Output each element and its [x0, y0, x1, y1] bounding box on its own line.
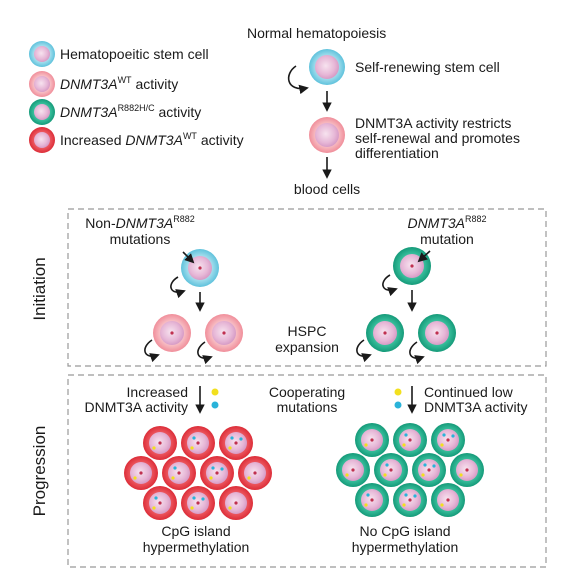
normal-title: Normal hematopoiesis [247, 25, 386, 41]
text-run: DNMT3A [60, 76, 118, 92]
text-run: activity [197, 132, 244, 148]
hsc-cell-icon [29, 41, 55, 67]
increased-wt-cell [181, 486, 215, 520]
text-run: WT [183, 131, 197, 141]
hspc-label-line1: HSPC [288, 323, 327, 339]
legend: Hematopoeitic stem cell DNMT3AWT activit… [29, 41, 244, 153]
green-cell-cluster [336, 423, 484, 517]
increased-dnmt3a-wt-cell-icon [29, 127, 55, 153]
non-r882-label-line1: Non-DNMT3AR882 [85, 214, 194, 231]
self-renewal-loop-arrow [144, 339, 160, 363]
self-renewal-loop-arrow [170, 276, 186, 299]
legend-hsc-label: Hematopoeitic stem cell [60, 46, 209, 62]
expanded-wt-cell [153, 314, 191, 352]
progression-side-label: Progression [30, 426, 49, 517]
increased-label-line2: DNMT3A activity [85, 399, 188, 415]
text-run: DNMT3A [60, 104, 118, 120]
differentiating-cell [309, 117, 345, 153]
expanded-wt-cell [205, 314, 243, 352]
self-renewal-loop-arrow [409, 341, 425, 365]
r882-label-line2: mutation [420, 231, 474, 247]
text-run: activity [132, 76, 179, 92]
restrict-label-line2: self-renewal and promotes [355, 130, 520, 146]
increased-wt-cell [219, 486, 253, 520]
initiation-panel: Initiation Non-DNMT3AR882 mutations DNMT… [30, 208, 547, 367]
text-run: DNMT3A [125, 132, 183, 148]
expanded-r882-cell [366, 314, 404, 352]
self-renew-label: Self-renewing stem cell [355, 59, 500, 75]
progression-box [67, 374, 547, 568]
r882-mutant-cell [336, 453, 370, 487]
normal-hematopoiesis-panel: Normal hematopoiesis Self-renewing stem … [247, 25, 520, 197]
cpg-label-line2: hypermethylation [143, 539, 250, 555]
initiation-box [67, 208, 547, 367]
blood-cells-label: blood cells [294, 181, 360, 197]
yellow-mutation-dot [211, 388, 219, 396]
dnmt3a-r882-cell-icon [29, 99, 55, 125]
r882-mutant-cell [412, 453, 446, 487]
arrow-icon [417, 250, 431, 263]
cpg-label-line1: CpG island [161, 523, 230, 539]
expanded-r882-cell [418, 314, 456, 352]
yellow-mutation-dot [394, 388, 402, 396]
increased-wt-cell [124, 456, 158, 490]
increased-wt-cell [200, 456, 234, 490]
dnmt3a-wt-cell-icon [29, 71, 55, 97]
r882-label-line1: DNMT3AR882 [407, 214, 486, 231]
cooperating-label-line1: Cooperating [269, 384, 345, 400]
text-run: activity [155, 104, 202, 120]
text-run: R882 [465, 214, 487, 224]
legend-r882-label: DNMT3AR882H/C activity [60, 103, 201, 120]
mutant-hsc-r882 [393, 247, 431, 285]
increased-wt-cell [162, 456, 196, 490]
self-renewal-loop-arrow [382, 274, 398, 297]
text-run: R882H/C [118, 103, 156, 113]
progression-panel: Progression Increased DNMT3A activity Co… [30, 374, 547, 568]
legend-increased-label: Increased DNMT3AWT activity [60, 131, 244, 148]
continued-low-label-line1: Continued low [424, 384, 514, 400]
no-cpg-label-line1: No CpG island [359, 523, 450, 539]
self-renewing-stem-cell [309, 49, 345, 85]
increased-wt-cell [143, 486, 177, 520]
text-run: Increased [60, 132, 125, 148]
restrict-label-line1: DNMT3A activity restricts [355, 115, 511, 131]
r882-mutant-cell [431, 423, 465, 457]
hspc-label-line2: expansion [275, 339, 339, 355]
text-run: DNMT3A [116, 215, 174, 231]
self-renewal-loop-arrow [356, 339, 372, 363]
increased-wt-cell [181, 426, 215, 460]
r882-mutant-cell [355, 483, 389, 517]
increased-label-line1: Increased [127, 384, 188, 400]
r882-mutant-cell [374, 453, 408, 487]
continued-low-label-line2: DNMT3A activity [424, 399, 527, 415]
r882-mutant-cell [450, 453, 484, 487]
arrow-icon [182, 251, 195, 264]
no-cpg-label-line2: hypermethylation [352, 539, 459, 555]
initiation-side-label: Initiation [30, 257, 49, 320]
self-renewal-loop-arrow [197, 341, 213, 365]
text-run: DNMT3A [407, 215, 465, 231]
blue-mutation-dot [211, 401, 219, 409]
r882-mutant-cell [431, 483, 465, 517]
text-run: R882 [173, 214, 195, 224]
text-run: Non- [85, 215, 116, 231]
text-run: WT [118, 75, 132, 85]
self-renewal-loop-arrow [287, 65, 309, 95]
restrict-label-line3: differentiation [355, 145, 439, 161]
blue-mutation-dot [394, 401, 402, 409]
r882-mutant-cell [355, 423, 389, 457]
legend-wt-label: DNMT3AWT activity [60, 75, 178, 92]
non-r882-label-line2: mutations [110, 231, 171, 247]
text-run: Hematopoeitic stem cell [60, 46, 209, 62]
increased-wt-cell [219, 426, 253, 460]
r882-mutant-cell [393, 423, 427, 457]
cooperating-label-line2: mutations [277, 399, 338, 415]
increased-wt-cell [238, 456, 272, 490]
r882-mutant-cell [393, 483, 427, 517]
red-cell-cluster [124, 426, 272, 520]
increased-wt-cell [143, 426, 177, 460]
